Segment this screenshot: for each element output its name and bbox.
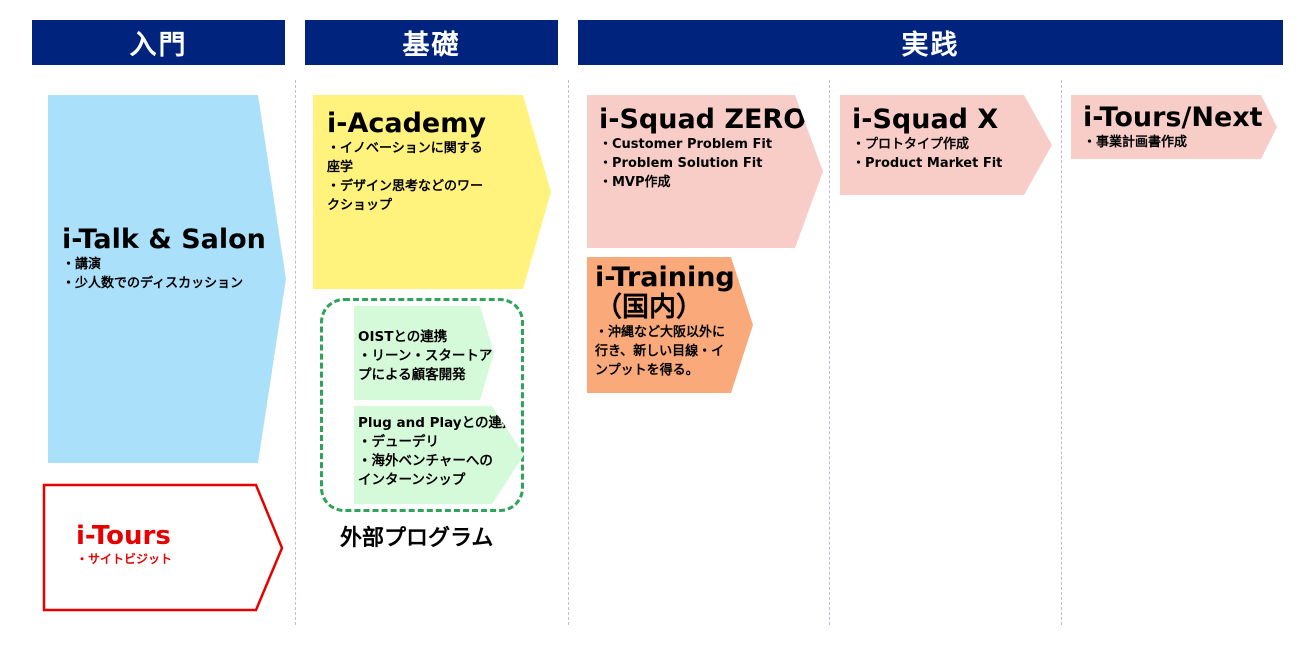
program-line: Plug and Playとの連携 bbox=[358, 415, 516, 431]
program-bullet: ンプットを得る。 bbox=[595, 363, 699, 378]
program-academy: i-Academy ・イノベーションに関する 座学 ・デザイン思考などのワー ク… bbox=[313, 95, 551, 289]
program-line: ・リーン・スタートアップ bbox=[358, 348, 520, 364]
header-practice: 実践 bbox=[578, 20, 1283, 65]
program-bullet: ・イノベーションに関する bbox=[327, 141, 483, 156]
program-bullet: ・事業計画書作成 bbox=[1083, 135, 1188, 150]
column-divider bbox=[568, 80, 569, 625]
program-squad-x: i-Squad X ・プロトタイプ作成 ・Product Market Fit bbox=[840, 95, 1052, 195]
program-bullet: ・プロトタイプ作成 bbox=[852, 137, 970, 152]
column-divider bbox=[1061, 80, 1062, 625]
program-bullet: クショップ bbox=[327, 198, 393, 213]
program-bullet: ・沖縄など大阪以外に bbox=[595, 325, 726, 340]
program-title: i-Tours bbox=[76, 521, 171, 551]
program-title: i-Academy bbox=[327, 108, 486, 139]
program-bullet: ・Problem Solution Fit bbox=[599, 156, 763, 171]
program-oist: OISTとの連携 ・リーン・スタートアップ プによる顧客開発 bbox=[354, 306, 494, 400]
program-line: プによる顧客開発 bbox=[358, 367, 466, 383]
program-bullet: ・Customer Problem Fit bbox=[599, 137, 773, 152]
program-training: i-Training （国内） ・沖縄など大阪以外に 行き、新しい目線・イ ンプ… bbox=[587, 257, 753, 393]
program-title: i-Squad X bbox=[852, 104, 999, 135]
program-bullet: ・MVP作成 bbox=[599, 175, 671, 190]
program-title: i-Squad ZERO bbox=[599, 104, 807, 135]
header-basic: 基礎 bbox=[305, 20, 558, 65]
program-line: ・海外ベンチャーへの bbox=[358, 453, 493, 469]
program-squad-zero: i-Squad ZERO ・Customer Problem Fit ・Prob… bbox=[587, 95, 823, 248]
header-intro: 入門 bbox=[32, 20, 285, 65]
program-line: ・デューデリ bbox=[358, 434, 439, 450]
program-bullet: ・サイトビジット bbox=[76, 552, 173, 566]
program-title: i-Tours/Next bbox=[1083, 102, 1263, 133]
program-bullet: ・Product Market Fit bbox=[852, 156, 1003, 171]
program-title-sub: （国内） bbox=[595, 292, 703, 323]
program-tours-next: i-Tours/Next ・事業計画書作成 bbox=[1071, 95, 1277, 159]
program-line: インターンシップ bbox=[358, 472, 466, 488]
program-bullet: ・講演 bbox=[62, 257, 102, 272]
program-title: i-Talk & Salon bbox=[62, 224, 266, 255]
program-title: i-Training bbox=[595, 262, 735, 293]
program-line: OISTとの連携 bbox=[358, 329, 448, 345]
column-divider bbox=[295, 80, 296, 625]
program-plug-and-play: Plug and Playとの連携 ・デューデリ ・海外ベンチャーへの インター… bbox=[354, 406, 524, 504]
program-bullet: 行き、新しい目線・イ bbox=[595, 344, 725, 359]
program-tours: i-Tours ・サイトビジット bbox=[76, 522, 172, 569]
program-bullet: ・少人数でのディスカッション bbox=[62, 276, 244, 291]
program-bullet: ・デザイン思考などのワー bbox=[327, 179, 484, 194]
column-divider bbox=[829, 80, 830, 625]
program-talk-salon: i-Talk & Salon ・講演 ・少人数でのディスカッション bbox=[48, 95, 286, 463]
program-bullet: 座学 bbox=[327, 160, 354, 175]
external-programs-label: 外部プログラム bbox=[340, 526, 494, 551]
external-programs-frame bbox=[320, 298, 524, 512]
program-tours-outline bbox=[42, 483, 284, 612]
